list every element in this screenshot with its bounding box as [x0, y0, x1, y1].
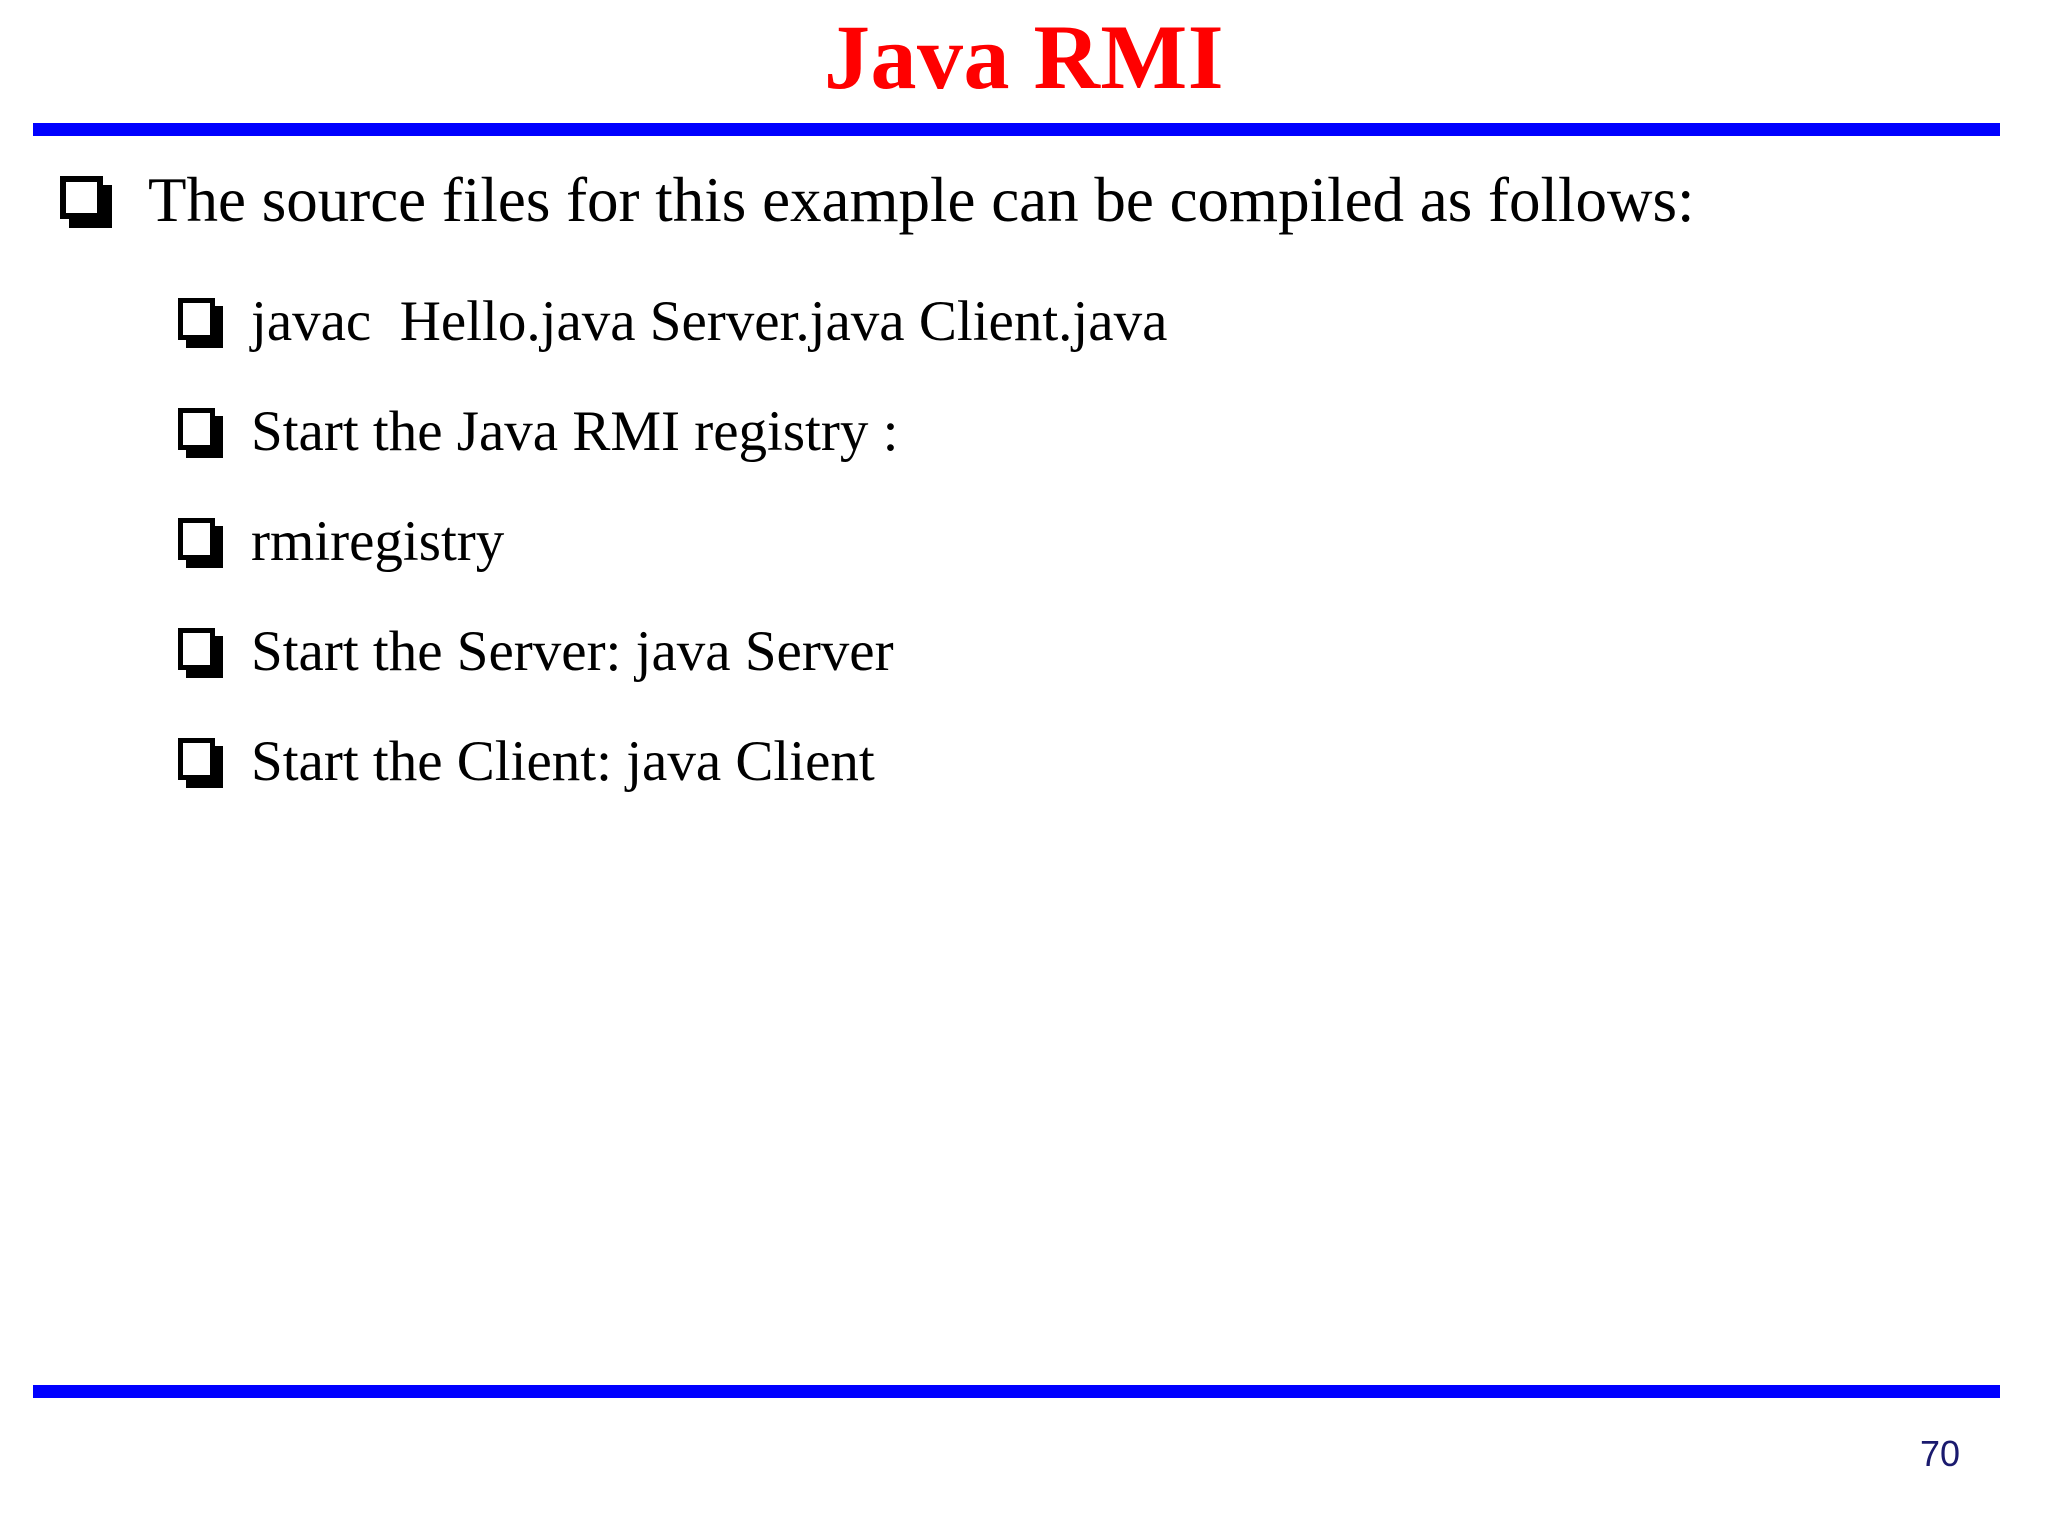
list-item: The source files for this example can be… [0, 160, 2048, 240]
shadow-box-bullet-icon [60, 176, 112, 233]
list-item-label: rmiregistry [251, 510, 505, 573]
list-item-label: Start the Server: java Server [251, 620, 894, 683]
shadow-box-bullet-icon [178, 298, 223, 353]
list-item: Start the Java RMI registry : [0, 396, 2048, 468]
footer-divider-bottom [33, 1385, 2000, 1398]
page-number: 70 [1919, 1433, 1960, 1474]
title-divider-top [33, 123, 2000, 136]
shadow-box-bullet-icon [178, 738, 223, 793]
bullet-list: The source files for this example can be… [0, 160, 2048, 836]
shadow-box-bullet-icon [178, 408, 223, 463]
list-item: rmiregistry [0, 506, 2048, 578]
list-item: javac Hello.java Server.java Client.java [0, 286, 2048, 358]
list-item-label: Start the Client: java Client [251, 730, 875, 793]
list-item-label: The source files for this example can be… [148, 165, 1695, 235]
list-item-label: Start the Java RMI registry : [251, 400, 899, 463]
shadow-box-bullet-icon [178, 518, 223, 573]
list-item: Start the Client: java Client [0, 726, 2048, 798]
list-item-label: javac Hello.java Server.java Client.java [251, 290, 1168, 353]
page-title: Java RMI [823, 6, 1225, 108]
list-item: Start the Server: java Server [0, 616, 2048, 688]
shadow-box-bullet-icon [178, 628, 223, 683]
